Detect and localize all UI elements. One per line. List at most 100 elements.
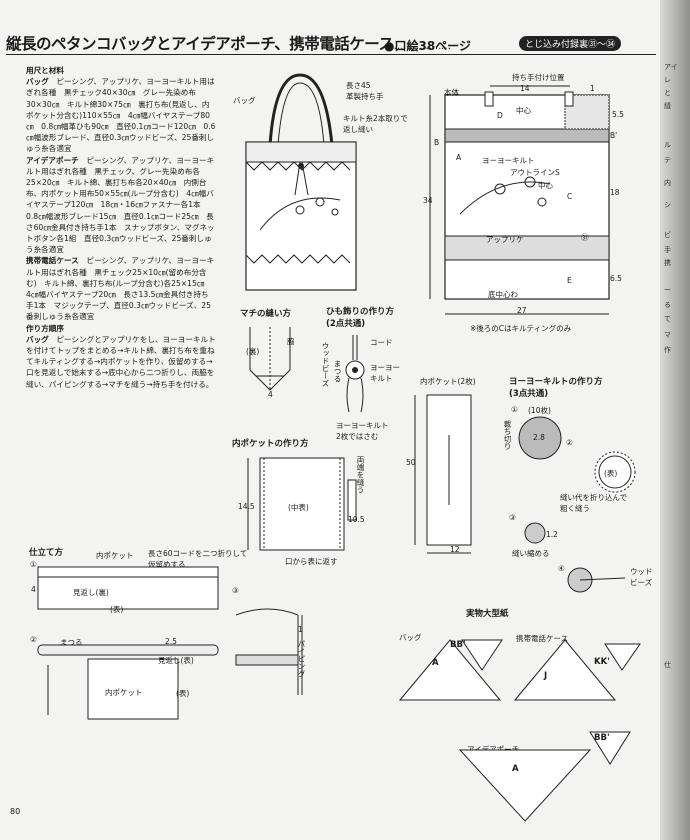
patterns-title: 実物大型紙 (466, 609, 509, 619)
yoyo-cut-label: 裁ち切り (503, 420, 512, 450)
inner-pocket-make-title: 内ポケットの作り方 (232, 439, 309, 449)
finish-facing: 見返し(裏) (73, 588, 109, 597)
yoyo-step-3: ③ (509, 513, 516, 522)
edge-char: ー (664, 286, 671, 294)
dim-14: 14 (520, 84, 530, 93)
yoyo-count: (10枚) (528, 406, 551, 415)
letter-d: D (497, 111, 503, 120)
edge-char: 作 (664, 346, 671, 354)
bag-figure-label: バッグ (233, 96, 256, 105)
dim-14-5: 14.5 (238, 502, 255, 511)
dim-1-2: 1.2 (546, 530, 558, 539)
bag-construction-diagram (429, 85, 610, 315)
dim-5-5: 5.5 (612, 110, 624, 119)
matsuru-label: まつる (333, 360, 342, 383)
finish-dim-2-5: 2.5 (165, 637, 177, 646)
outline-label: アウトラインS (510, 168, 560, 177)
yoyo-label-2: ヨーヨーキルト (370, 363, 400, 383)
yoyo-step-2: ② (566, 438, 573, 447)
finish-matsuru: まつる (60, 638, 83, 647)
bag-illustration (245, 73, 357, 291)
yoyo-shrink: 縫い縮める (512, 549, 550, 558)
piping-diagram (235, 608, 303, 695)
inner-pocket-piece-diagram (414, 394, 472, 554)
center-label-2: 中心 (538, 181, 553, 190)
inner-pocket-seam: 両端を縫う (356, 456, 365, 494)
pattern-j: J (544, 671, 548, 681)
dim-12: 12 (450, 545, 460, 554)
inner-pocket-make-diagram (247, 457, 357, 551)
dim-1: 1 (590, 84, 595, 93)
cord-decoration-title: ひも飾りの作り方 (2点共通) (326, 307, 395, 329)
letter-b-prime: B' (610, 131, 618, 140)
yoyo-step-1: ① (511, 405, 518, 414)
pattern-bbp: BB' (450, 640, 466, 650)
bottom-center-label: 底中心わ (488, 290, 518, 299)
gusset-diagram (249, 327, 291, 391)
pattern-a: A (432, 658, 439, 668)
dim-10-5: 10.5 (348, 515, 365, 524)
letter-a: A (456, 153, 462, 162)
inner-pocket-piece-title: 内ポケット(2枚) (420, 377, 476, 386)
center-label: 中心 (516, 106, 531, 115)
finish-loop-note: 長さ60コードを二つ折りして 仮留めする (148, 549, 248, 569)
letter-b: B (434, 138, 440, 147)
yoyo-label: ヨーヨーキルト (482, 156, 535, 165)
yoyo-make-diagram (518, 416, 636, 593)
adjacent-page-edge: アイ レ と 縫 ル テ 内 シ ビ 手 携 ー る て マ 作 仕 (660, 0, 690, 840)
pattern-bag-label: バッグ (399, 633, 422, 642)
edge-char: 携 (664, 259, 671, 267)
handle-position-label: 持ち手付け位置 (512, 73, 565, 82)
quilting-note: ※後ろのCはキルティングのみ (470, 324, 572, 333)
dim-2-8: 2.8 (533, 433, 545, 442)
pattern-kkp: KK' (594, 657, 610, 667)
dim-50: 50 (406, 458, 416, 467)
circle-31: ㉛ (581, 233, 589, 242)
edge-char: アイ (664, 63, 678, 71)
finish-omote: (表) (110, 605, 124, 614)
finish-inner-pocket-2: 内ポケット (105, 688, 143, 697)
edge-char: レ (664, 76, 671, 84)
page-number: 80 (10, 807, 21, 816)
yoyo-omote: (表) (604, 469, 618, 478)
gusset-dim: 4 (268, 390, 273, 399)
cord-label: コード (370, 338, 393, 347)
yoyo-step-4: ④ (558, 564, 565, 573)
appendix-badge: とじ込み付録裏㉛〜㉞ (519, 36, 622, 51)
edge-char: ビ (664, 231, 671, 239)
materials-text: 用尺と材料 バッグ ピーシング、アップリケ、ヨーヨーキルト用はぎれ各種 黒チェッ… (26, 66, 216, 389)
gusset-side: 脇 (287, 337, 295, 346)
finish-omote-2: (表) (176, 689, 190, 698)
gusset-ura: (裏) (246, 347, 260, 356)
body-label: 本体 (444, 88, 459, 97)
pattern-triangles (398, 639, 641, 822)
yoyo-fold-note: 縫い代を折り込んで 粗く縫う (560, 493, 628, 513)
edge-char: 手 (664, 246, 671, 254)
pattern-a-2: A (512, 764, 519, 774)
inner-pocket-naka: (中表) (288, 503, 309, 512)
edge-char: マ (664, 331, 671, 339)
header-rule (6, 54, 656, 55)
piping-label: パイピング (297, 640, 306, 678)
turn-out-note: 口から表に返す (285, 557, 338, 566)
edge-char: テ (664, 156, 671, 164)
edge-char: シ (664, 201, 671, 209)
edge-char: 仕 (664, 661, 671, 669)
finish-facing-omote: 見返し(表) (158, 656, 194, 665)
finish-title: 仕立て方 (29, 548, 64, 558)
edge-char: ル (664, 141, 671, 149)
pattern-bbp-2: BB' (594, 733, 610, 743)
handle-note: 長さ45 革製持ち手 (346, 81, 384, 101)
yoyo-make-title: ヨーヨーキルトの作り方 (3点共通) (509, 377, 603, 399)
dim-6-5: 6.5 (610, 274, 622, 283)
applique-label: アップリケ (486, 235, 524, 244)
dim-18: 18 (610, 188, 620, 197)
cord-note: キルト糸2本取りで 返し縫い (343, 114, 408, 134)
finish-dim-4: 4 (31, 585, 36, 594)
edge-char: と (664, 89, 671, 97)
letter-e: E (567, 276, 572, 285)
finish-step-3: ③ (232, 586, 239, 595)
dim-34: 34 (423, 196, 433, 205)
finish-step-2: ② (30, 635, 37, 644)
